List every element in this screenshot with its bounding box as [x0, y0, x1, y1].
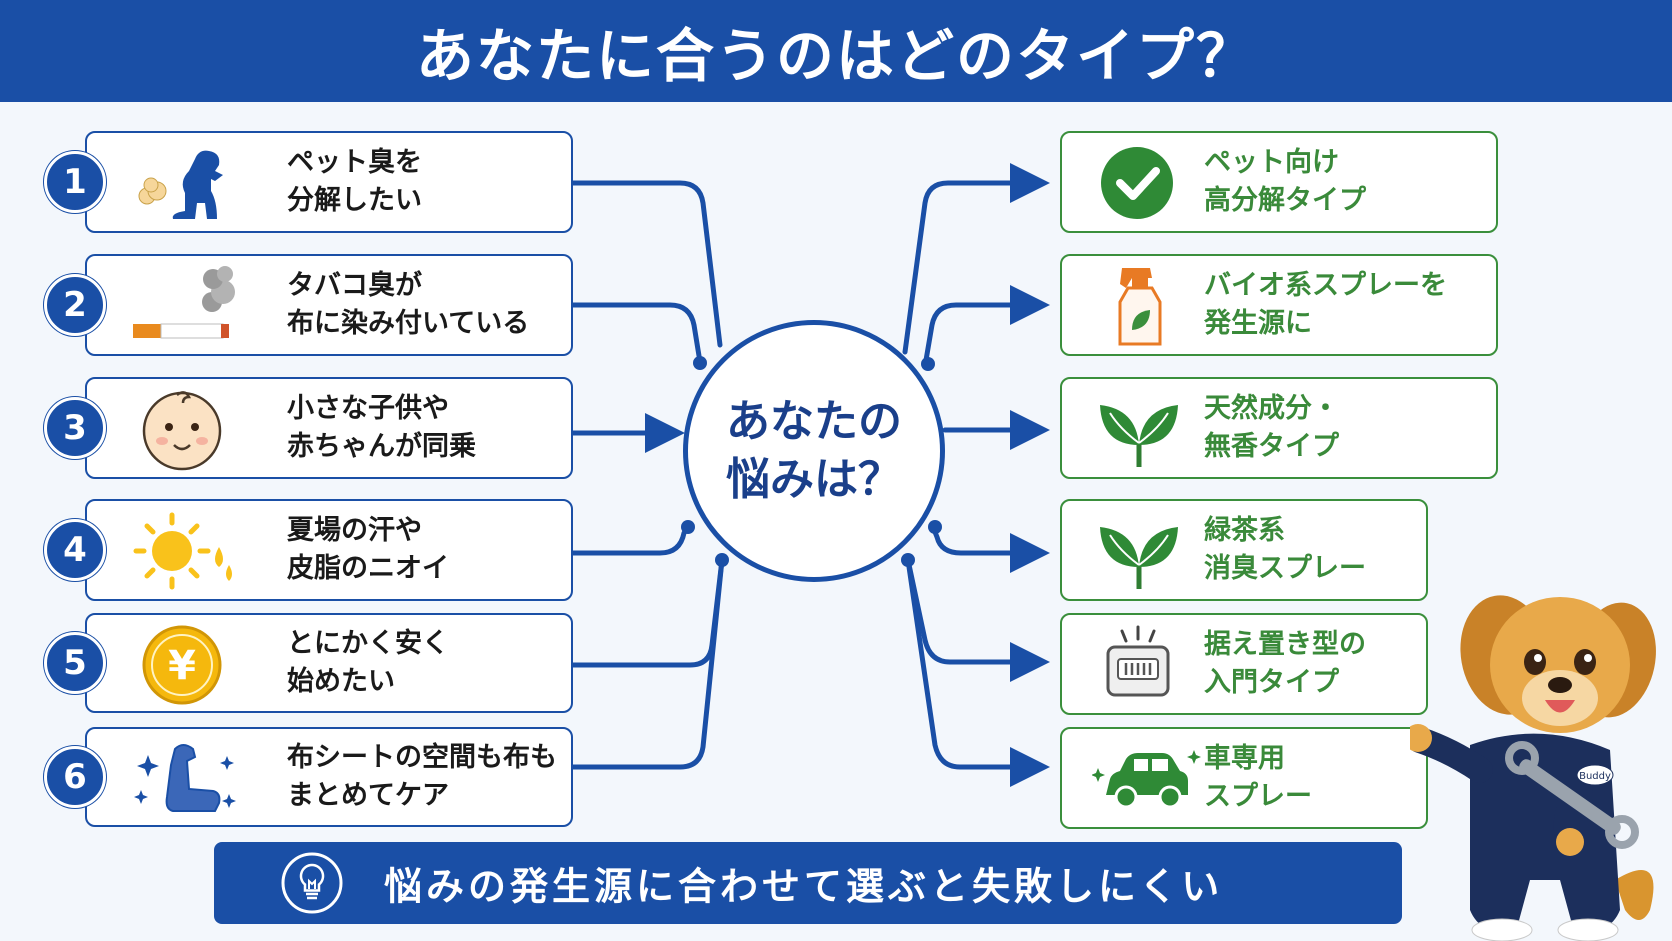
concern-card-2: タバコ臭が布に染み付いている	[85, 254, 573, 356]
svg-text:¥: ¥	[168, 643, 196, 689]
connector-right-1	[902, 163, 1050, 355]
solution-line2: スプレー	[1204, 781, 1312, 812]
solution-card-5: 据え置き型の入門タイプ	[1060, 613, 1428, 715]
yen-coin-icon: ¥	[127, 623, 237, 707]
car-seat-icon	[127, 737, 237, 821]
solution-text: 車専用スプレー	[1204, 740, 1312, 816]
concern-text: とにかく安く始めたい	[287, 625, 449, 701]
concern-text: 夏場の汗や皮脂のニオイ	[287, 512, 449, 588]
solution-line1: 緑茶系	[1204, 515, 1285, 546]
solution-card-4: 緑茶系消臭スプレー	[1060, 499, 1428, 601]
number-badge-5: 5	[44, 632, 106, 694]
concern-line2: 分解したい	[287, 185, 422, 216]
connector-right-2	[922, 285, 1050, 369]
deodorizer-box-icon	[1092, 623, 1202, 707]
baby-face-icon	[127, 387, 237, 471]
center-question: あなたの 悩みは？	[726, 396, 902, 505]
spray-bottle-icon	[1092, 264, 1202, 348]
concern-card-5: ¥ とにかく安く始めたい	[85, 613, 573, 713]
solution-line1: バイオ系スプレーを	[1204, 270, 1447, 301]
concern-line2: 皮脂のニオイ	[287, 553, 449, 584]
concern-card-3: 小さな子供や赤ちゃんが同乗	[85, 377, 573, 479]
concern-text: 布シートの空間も布もまとめてケア	[287, 739, 557, 815]
connector-right-4	[930, 524, 1050, 573]
solution-text: ペット向け高分解タイプ	[1204, 144, 1366, 220]
page-title: あなたに合うのはどのタイプ？	[415, 22, 1256, 90]
tip-text: 悩みの発生源に合わせて選ぶと失敗しにくい	[384, 864, 1224, 909]
dog-mascot-illustration: Buddy	[1410, 595, 1656, 941]
tip-banner: 悩みの発生源に合わせて選ぶと失敗しにくい	[214, 842, 1402, 924]
solution-card-1: ペット向け高分解タイプ	[1060, 131, 1498, 233]
concern-line1: とにかく安く	[287, 628, 449, 659]
dog-icon	[127, 141, 237, 225]
solution-line2: 高分解タイプ	[1204, 185, 1366, 216]
solution-card-3: 天然成分・無香タイプ	[1060, 377, 1498, 479]
solution-line2: 消臭スプレー	[1204, 553, 1366, 584]
solution-line2: 発生源に	[1204, 308, 1312, 339]
car-icon	[1091, 737, 1202, 821]
concern-line1: 夏場の汗や	[287, 515, 422, 546]
solution-text: 天然成分・無香タイプ	[1204, 390, 1339, 466]
solution-line2: 入門タイプ	[1204, 667, 1339, 698]
center-question-circle: あなたの 悩みは？	[683, 320, 945, 582]
solution-line1: 車専用	[1204, 743, 1285, 774]
concern-line1: 布シートの空間も布も	[287, 742, 557, 773]
connector-left-6	[570, 557, 725, 770]
connector-left-4	[570, 524, 691, 556]
concern-line2: 赤ちゃんが同乗	[287, 431, 476, 462]
connector-right-6	[905, 557, 1050, 787]
connector-right-5	[905, 557, 1050, 682]
concern-line1: ペット臭を	[287, 147, 422, 178]
concern-line2: 布に染み付いている	[287, 308, 530, 339]
header-banner: あなたに合うのはどのタイプ？	[0, 0, 1672, 102]
concern-line2: 始めたい	[287, 666, 395, 697]
solution-line1: ペット向け	[1204, 147, 1339, 178]
number-badge-2: 2	[44, 274, 106, 336]
sun-sweat-icon	[127, 509, 237, 593]
mascot-badge-label: Buddy	[1579, 771, 1611, 782]
connector-left-5	[570, 557, 725, 668]
number-badge-3: 3	[44, 397, 106, 459]
concern-text: 小さな子供や赤ちゃんが同乗	[287, 390, 476, 466]
concern-line1: タバコ臭が	[287, 270, 422, 301]
check-circle-icon	[1092, 141, 1202, 225]
solution-line1: 据え置き型の	[1204, 629, 1366, 660]
concern-text: タバコ臭が布に染み付いている	[287, 267, 529, 343]
concern-card-6: 布シートの空間も布もまとめてケア	[85, 727, 573, 827]
number-badge-4: 4	[44, 519, 106, 581]
number-badge-6: 6	[44, 746, 106, 808]
solution-card-2: バイオ系スプレーを発生源に	[1060, 254, 1498, 356]
lightbulb-icon	[281, 852, 343, 914]
solution-text: 緑茶系消臭スプレー	[1204, 512, 1366, 588]
connector-left-1	[570, 180, 723, 348]
connector-left-2	[570, 302, 703, 365]
leaf-icon	[1092, 387, 1202, 471]
concern-line1: 小さな子供や	[287, 393, 449, 424]
solution-line1: 天然成分・	[1204, 393, 1339, 424]
solution-line2: 無香タイプ	[1204, 431, 1339, 462]
solution-text: 据え置き型の入門タイプ	[1204, 626, 1366, 702]
solution-text: バイオ系スプレーを発生源に	[1204, 267, 1447, 343]
concern-card-1: ペット臭を分解したい	[85, 131, 573, 233]
concern-text: ペット臭を分解したい	[287, 144, 422, 220]
cigarette-icon	[127, 264, 237, 348]
concern-line2: まとめてケア	[287, 780, 449, 811]
concern-card-4: 夏場の汗や皮脂のニオイ	[85, 499, 573, 601]
solution-card-6: 車専用スプレー	[1060, 727, 1428, 829]
number-badge-1: 1	[44, 151, 106, 213]
leaf-icon	[1092, 509, 1202, 593]
